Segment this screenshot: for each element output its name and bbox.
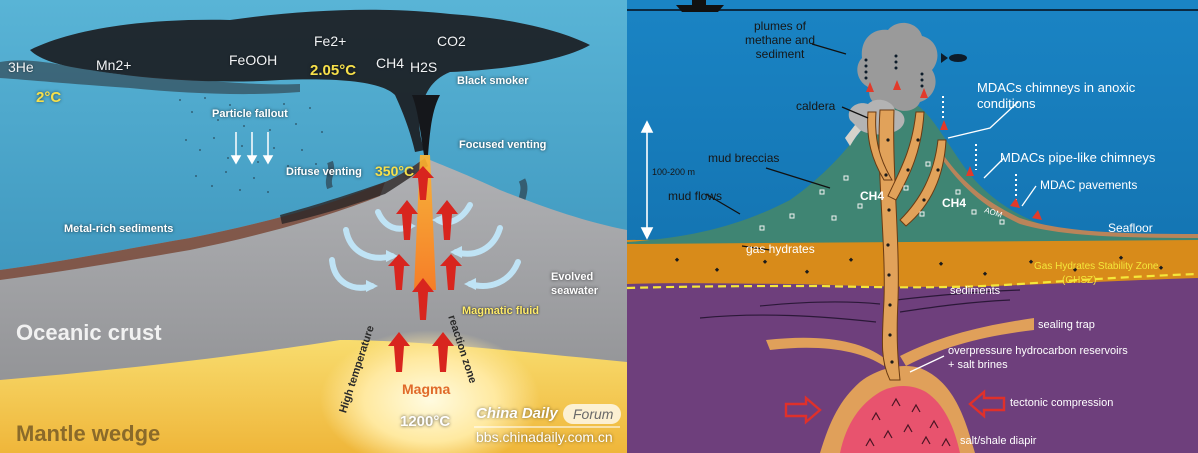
- magma-glow: [320, 330, 540, 453]
- sealing-trap-right: [900, 318, 1034, 366]
- temp-2c: 2°C: [36, 89, 62, 106]
- label-black-smoker: Black smoker: [457, 75, 529, 87]
- label-metal-rich-sediments: Metal-rich sediments: [64, 223, 174, 235]
- fault-lines: [699, 289, 1021, 323]
- label-overpressure: overpressure hydrocarbon reservoirs: [948, 345, 1128, 357]
- label-mdac-anoxic: MDACs chimneys in anoxic conditions: [977, 80, 1147, 111]
- label-ch4-a: CH4: [860, 189, 885, 203]
- label-tectonic-compression: tectonic compression: [1010, 397, 1114, 409]
- watermark-brand: China Daily: [476, 405, 558, 422]
- small-smoker-1: [325, 160, 335, 190]
- leader-lines-white: [909, 101, 1037, 373]
- label-seafloor: Seafloor: [1108, 221, 1153, 235]
- gas-hydrate-layer: [627, 236, 1198, 287]
- left-panel: [0, 0, 627, 453]
- ghsz-line: [626, 272, 1198, 290]
- label-diffuse-venting: Difuse venting: [286, 166, 362, 178]
- label-fe: Fe2+: [314, 34, 346, 48]
- label-sediments: sediments: [950, 285, 1001, 297]
- label-feooh-text: FeOOH: [229, 52, 278, 68]
- label-co2-text: CO2: [437, 33, 466, 49]
- label-mdac-pipe: MDACs pipe-like chimneys: [1000, 150, 1156, 165]
- seafloor-rim: [940, 150, 1198, 238]
- label-evolved-seawater-1: Evolved: [551, 271, 594, 283]
- label-co2: CO2: [437, 34, 466, 48]
- label-sealing-trap: sealing trap: [1038, 319, 1095, 331]
- label-plumes: plumes of methane and sediment: [740, 19, 820, 61]
- plume-wisps: [0, 60, 300, 95]
- conduit-dots: [884, 138, 940, 364]
- tectonic-arrows: [784, 389, 1006, 425]
- label-h2s-text: H2S: [410, 59, 438, 75]
- label-caldera: caldera: [796, 99, 836, 113]
- particle-fallout-dots: [179, 97, 323, 193]
- label-diapir: salt/shale diapir: [960, 435, 1037, 447]
- label-feooh: FeOOH: [229, 53, 277, 67]
- label-fe-text: Fe2+: [314, 33, 347, 49]
- vent-arrows: [866, 80, 1042, 220]
- label-particle-fallout: Particle fallout: [212, 108, 288, 120]
- label-h2s: H2S: [410, 60, 437, 74]
- salt-shale-diapir: [840, 386, 960, 453]
- black-smoker-column: [412, 95, 440, 155]
- label-plumes-text: plumes of methane and sediment: [744, 19, 816, 61]
- label-depth: 100-200 m: [652, 167, 696, 177]
- label-ch4-left: CH4: [376, 56, 404, 70]
- depth-scale-arrow: [640, 120, 654, 240]
- dark-crust-rim: [280, 158, 428, 224]
- label-ch4-b: CH4: [942, 196, 967, 210]
- label-gas-hydrates: gas hydrates: [746, 242, 815, 256]
- watermark-forum: Forum: [573, 406, 614, 422]
- chimney-branch-2: [899, 139, 947, 227]
- label-salt-brines: + salt brines: [948, 359, 1008, 371]
- label-ghsz-abbr: (GHSZ): [1062, 275, 1097, 286]
- chimney-branch-3: [867, 111, 893, 181]
- label-ch4-left-text: CH4: [376, 55, 405, 71]
- label-mn: Mn2+: [96, 58, 131, 72]
- fish: [941, 53, 967, 63]
- watermark-forum-box: [563, 404, 621, 424]
- right-panel: [626, 0, 1198, 453]
- mud-breccia-texture: [759, 161, 1005, 231]
- temp-205c: 2.05°C: [310, 62, 357, 79]
- watermark-url: bbs.chinadaily.com.cn: [476, 429, 613, 445]
- sealing-trap: [766, 337, 884, 366]
- label-mud-flows: mud flows: [668, 189, 723, 203]
- leader-lines: [705, 43, 869, 251]
- temp-350c: 350°C: [375, 163, 415, 179]
- label-magma: Magma: [402, 381, 451, 397]
- fallout-arrows: [230, 132, 274, 165]
- plume-bubbles: [864, 54, 924, 88]
- label-mdac-pavements: MDAC pavements: [1040, 178, 1138, 192]
- label-mdac-anoxic-text: MDACs chimneys in anoxic conditions: [977, 80, 1136, 111]
- diapir-texture: [865, 397, 951, 447]
- chimney-branch-1: [887, 111, 925, 201]
- label-mantle-wedge: Mantle wedge: [16, 421, 161, 446]
- black-plume: [30, 9, 590, 153]
- temp-1200c: 1200°C: [400, 413, 451, 430]
- metal-rich-sediment-layer: [0, 182, 385, 280]
- label-magmatic-fluid: Magmatic fluid: [462, 305, 540, 317]
- label-3he-text: 3He: [8, 59, 34, 75]
- hydrate-texture: [674, 255, 1164, 276]
- bubble-columns: [942, 96, 1017, 200]
- label-focused-venting: Focused venting: [459, 139, 547, 151]
- label-oceanic-crust: Oceanic crust: [16, 320, 162, 345]
- label-mn-text: Mn2+: [96, 57, 132, 73]
- methane-plume: [857, 22, 938, 111]
- label-ghsz: Gas Hydrates Stability Zone: [1034, 261, 1159, 272]
- label-3he: 3He: [8, 60, 34, 74]
- ship: [676, 0, 724, 12]
- magmatic-fluid-arrows: [388, 166, 462, 372]
- label-mud-breccias: mud breccias: [708, 151, 780, 165]
- label-evolved-seawater-2: seawater: [551, 285, 599, 297]
- mud-volcano-edifice: [627, 102, 1198, 244]
